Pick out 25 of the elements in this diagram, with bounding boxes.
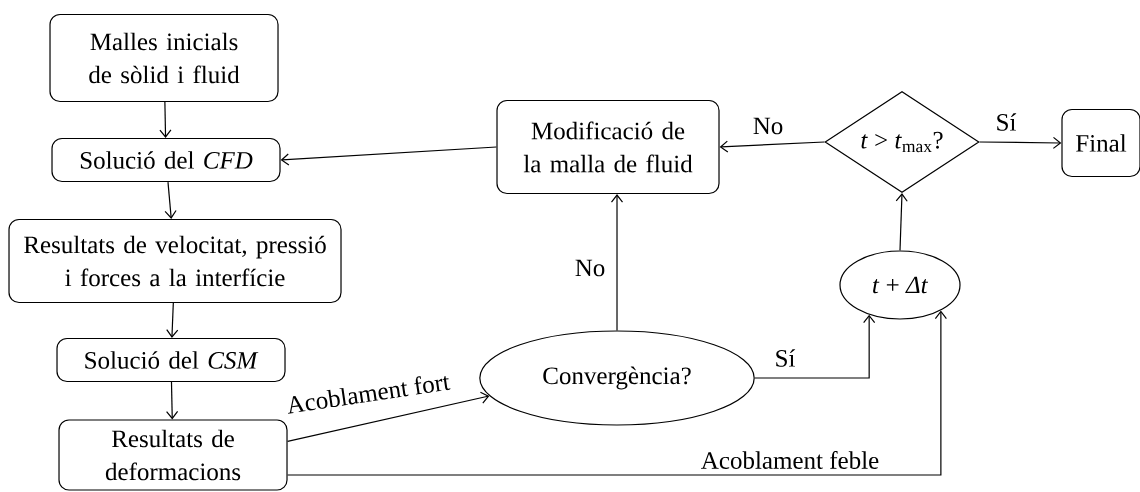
edge-label: No bbox=[573, 258, 607, 278]
process-box: Solució del CFD bbox=[51, 137, 281, 183]
arrow bbox=[280, 146, 497, 166]
end-box: Final bbox=[1061, 108, 1140, 178]
process-box: Malles inicials de sòlid i fluid bbox=[49, 13, 279, 103]
arrow bbox=[610, 194, 624, 331]
arrow bbox=[159, 101, 172, 138]
arrow bbox=[166, 302, 179, 338]
process-box: Resultats de deformacions bbox=[58, 419, 288, 491]
arrow bbox=[895, 193, 908, 251]
edge-label: Acoblament fort bbox=[284, 370, 452, 416]
edge-label: No bbox=[751, 116, 785, 136]
edge-label: Acoblament feble bbox=[699, 450, 881, 470]
arrow bbox=[287, 310, 947, 476]
edge-label: Sí bbox=[994, 112, 1018, 132]
process-box: Modificació de la malla de fluid bbox=[496, 99, 720, 195]
arrow bbox=[166, 381, 179, 420]
arrow bbox=[979, 136, 1062, 149]
arrow bbox=[164, 181, 177, 219]
process-box: Solució del CSM bbox=[56, 337, 286, 383]
arrow bbox=[719, 140, 825, 153]
arrow bbox=[754, 314, 876, 379]
process-box: Resultats de velocitat, pressió i forces a la interfície bbox=[8, 218, 342, 304]
edge-label: Sí bbox=[773, 348, 797, 368]
arrow bbox=[287, 391, 490, 442]
